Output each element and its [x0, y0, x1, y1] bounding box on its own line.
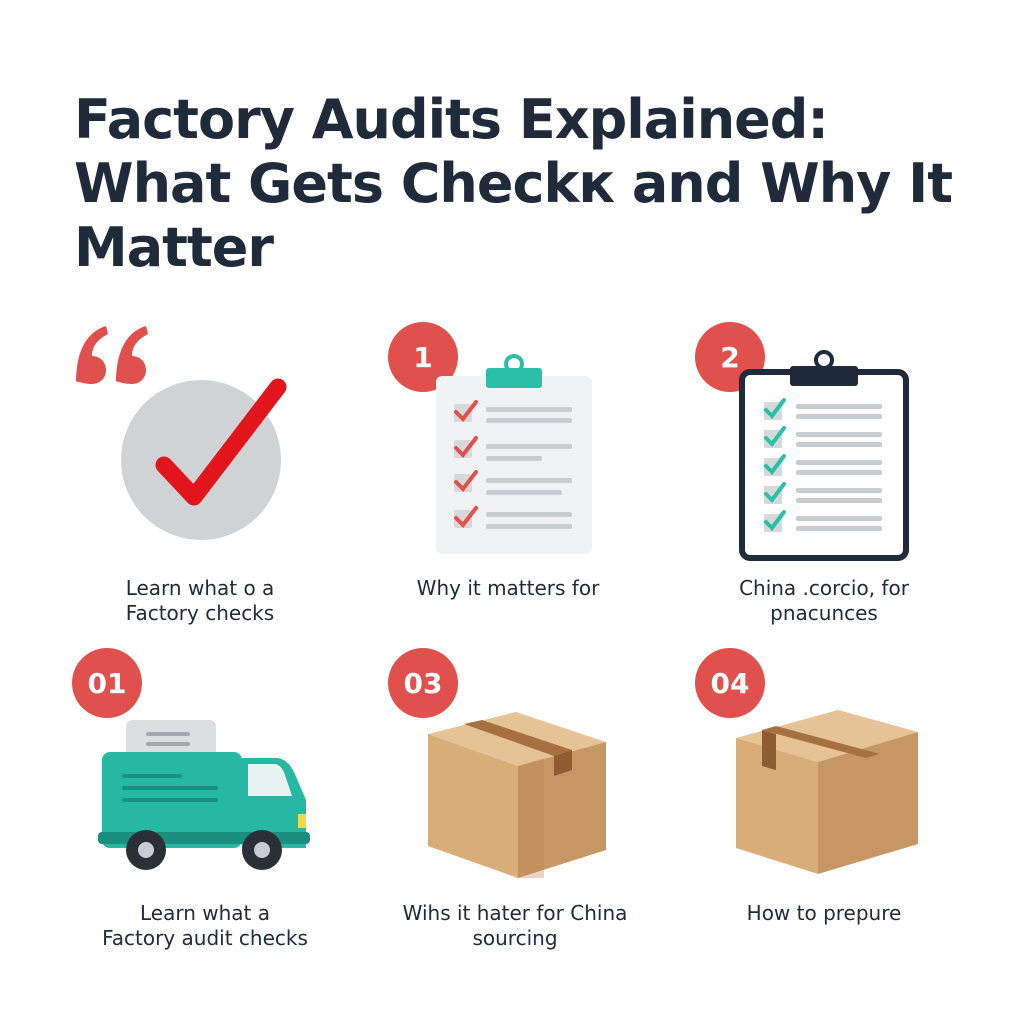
step-badge-04: 04 — [695, 648, 765, 718]
title-line-1: Factory Audits Explained: — [74, 88, 829, 151]
page-title: Factory Audits Explained: What Gets Chec… — [74, 88, 974, 280]
card-6-caption-line-1: How to prepure — [746, 901, 902, 925]
card-1-caption-line-1: Learn what o a — [125, 576, 275, 600]
card-1-caption: Learn what o a Factory checks — [60, 576, 340, 626]
clipboard-icon — [739, 350, 909, 561]
title-line-3: Matter — [74, 216, 274, 279]
step-badge-01: 01 — [72, 648, 142, 718]
card-3-caption: China .corcio, for pnacunces — [684, 576, 964, 626]
card-3-caption-line-2: pnacunces — [770, 601, 878, 625]
delivery-truck-icon — [98, 720, 310, 870]
quote-icon — [76, 326, 148, 384]
cardboard-box-icon — [428, 712, 606, 878]
card-3-caption-line-1: China .corcio, for — [739, 576, 909, 600]
card-5-caption-line-2: sourcing — [472, 926, 558, 950]
card-2-caption-line-1: Why it matters for — [416, 576, 600, 600]
check-circle-icon — [121, 378, 287, 540]
card-2-caption: Why it matters for — [368, 576, 648, 601]
step-badge-03: 03 — [388, 648, 458, 718]
card-5-caption: Wihs it hater for China sourcing — [370, 901, 660, 951]
title-line-2: What Gets Checkк and Why It — [74, 152, 953, 215]
card-5-caption-line-1: Wihs it hater for China — [402, 901, 628, 925]
checklist-icon — [436, 354, 592, 554]
card-1-caption-line-2: Factory checks — [125, 601, 275, 625]
card-6-caption: How to prepure — [684, 901, 964, 926]
card-4-caption: Learn what a Factory audit checks — [60, 901, 350, 951]
cardboard-box-icon — [736, 710, 918, 874]
card-4-caption-line-1: Learn what a — [140, 901, 270, 925]
card-4-caption-line-2: Factory audit checks — [102, 926, 308, 950]
